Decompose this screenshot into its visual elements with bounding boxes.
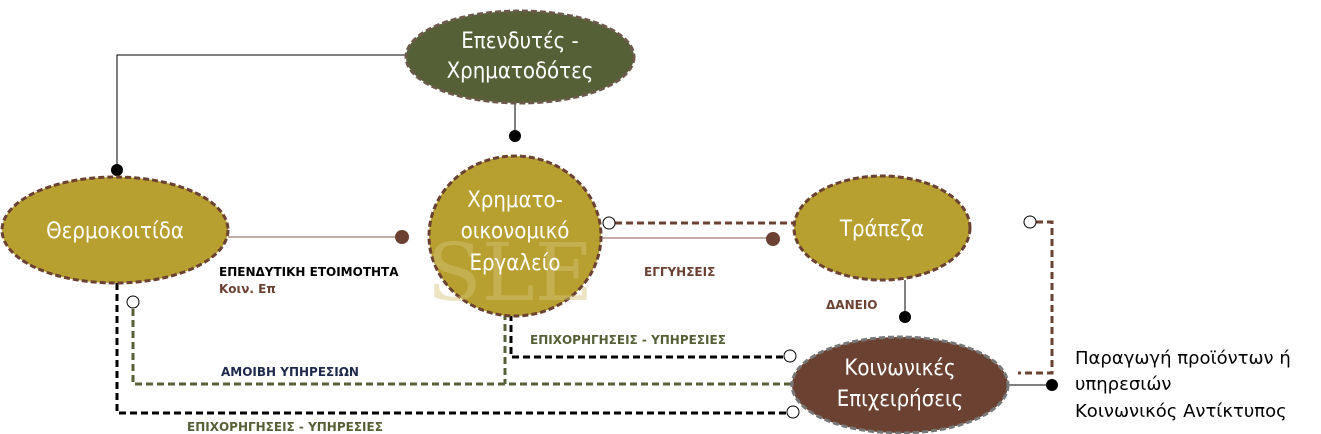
- investors-label-line2: Χρηματοδότες: [447, 59, 594, 84]
- open-connector: [783, 349, 797, 363]
- incubator-enterprises-dashed: [115, 283, 786, 415]
- connector-dot: [509, 130, 521, 142]
- connector-dot: [766, 232, 780, 246]
- loan-label: ΔΑΝΕΙΟ: [826, 298, 877, 312]
- investment-readiness-label: ΕΠΕΝΔΥΤΙΚΗ ΕΤΟΙΜΟΤΗΤΑ: [219, 265, 399, 279]
- grants-services-bottom-label: ΕΠΙΧΟΡΗΓΗΣΕΙΣ - ΥΠΗΡΕΣΙΕΣ: [187, 420, 383, 434]
- connector-dot: [111, 164, 123, 176]
- connector-dot: [899, 311, 911, 323]
- open-connector: [126, 295, 140, 309]
- tool-label-line2: οικονομικό: [461, 219, 570, 244]
- connectors: [111, 54, 1058, 419]
- investors-incubator-line: [116, 54, 407, 168]
- guarantees-label: ΕΓΓΥΗΣΕΙΣ: [644, 265, 715, 279]
- incubator-label: Θερμοκοιτίδα: [46, 219, 184, 244]
- investors-label-line1: Επενδυτές -: [461, 29, 578, 54]
- node-social-enterprises: Κοινωνικές Επιχειρήσεις: [790, 335, 1010, 434]
- node-bank: Τράπεζα: [792, 174, 972, 282]
- open-connector: [1023, 215, 1037, 229]
- open-connector: [602, 216, 616, 230]
- tool-label-line1: Χρηματο-: [467, 188, 562, 213]
- open-connector: [786, 405, 800, 419]
- output-line1: Παραγωγή προϊόντων ή: [1075, 348, 1291, 369]
- investment-readiness-sub-label: Κοιν. Επ: [219, 282, 276, 296]
- output-line2: υπηρεσιών: [1075, 374, 1171, 395]
- node-investors: Επενδυτές - Χρηματοδότες: [404, 9, 636, 105]
- enterprises-label-line2: Επιχειρήσεις: [837, 387, 964, 412]
- node-financial-tool: SLE Χρηματο- οικονομικό Εργαλείο: [427, 154, 603, 319]
- sle-watermark-logo: SLE: [427, 226, 593, 319]
- bank-label: Τράπεζα: [839, 217, 924, 242]
- output-line3: Κοινωνικός Αντίκτυπος: [1075, 401, 1287, 422]
- incubator-fee-dashed: [131, 309, 796, 386]
- bank-enterprises-dashed: [1018, 220, 1054, 375]
- node-incubator: Θερμοκοιτίδα: [0, 175, 230, 285]
- grants-services-top-label: ΕΠΙΧΟΡΗΓΗΣΕΙΣ - ΥΠΗΡΕΣΙΕΣ: [530, 333, 726, 347]
- tool-enterprises-dashed: [509, 314, 784, 359]
- service-fee-label: ΑΜΟΙΒΗ ΥΠΗΡΕΣΙΩΝ: [221, 365, 359, 379]
- enterprises-label-line1: Κοινωνικές: [844, 356, 955, 381]
- tool-label-line3: Εργαλείο: [469, 251, 560, 276]
- connector-dot: [395, 230, 409, 244]
- connector-dot: [1046, 379, 1058, 391]
